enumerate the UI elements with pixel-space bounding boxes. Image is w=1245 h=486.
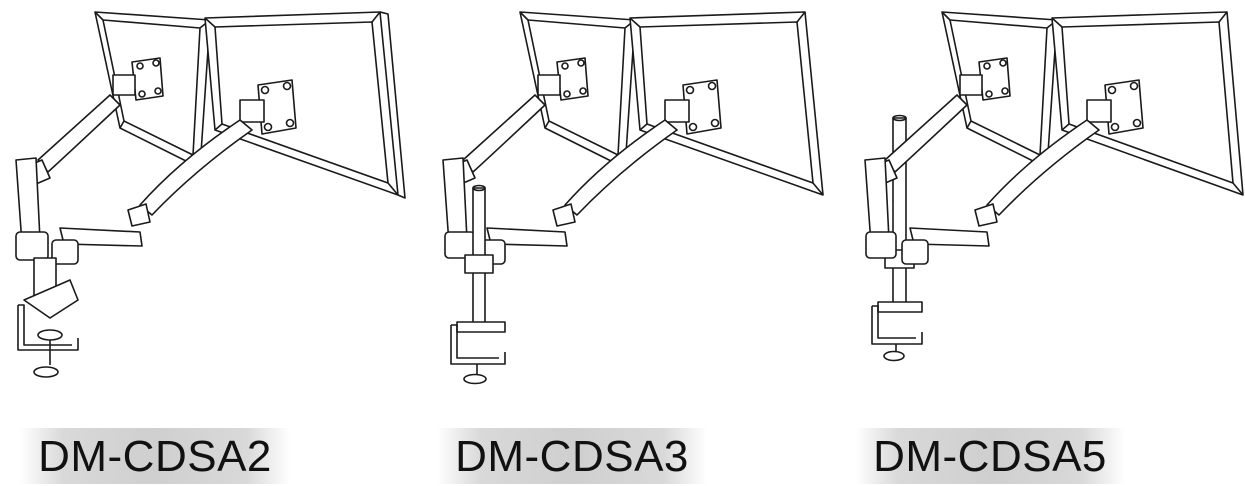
vesa-plate-right-icon	[665, 80, 721, 134]
upper-arm-left-icon	[455, 95, 545, 184]
upper-arm-right-icon	[128, 120, 252, 226]
desk-clamp-base-icon	[18, 258, 78, 377]
upper-arm-right-icon	[553, 120, 677, 226]
product-dm-cdsa2: DM-CDSA2	[0, 0, 415, 484]
upper-arm-left-icon	[30, 95, 120, 184]
vesa-plate-left-icon	[960, 58, 1010, 100]
dual-monitor-arm-clamp-drawing	[0, 0, 415, 420]
upper-arm-right-icon	[975, 120, 1099, 226]
model-name: DM-CDSA3	[455, 432, 689, 481]
product-dm-cdsa3: DM-CDSA3	[415, 0, 830, 484]
right-monitor-back-icon	[205, 12, 405, 198]
model-label-bar: DM-CDSA5	[855, 428, 1125, 484]
lower-arms-icon	[865, 158, 989, 264]
vesa-plate-left-icon	[113, 58, 163, 100]
right-monitor-back-icon	[1052, 12, 1243, 195]
vesa-plate-right-icon	[1087, 80, 1143, 134]
vesa-plate-right-icon	[240, 80, 296, 134]
vesa-plate-left-icon	[538, 58, 588, 100]
model-name: DM-CDSA5	[873, 432, 1107, 481]
upper-arm-left-icon	[877, 95, 967, 184]
dual-monitor-arm-tall-pole-drawing	[830, 0, 1245, 420]
model-name: DM-CDSA2	[38, 432, 272, 481]
model-label-bar: DM-CDSA3	[437, 428, 707, 484]
right-monitor-back-icon	[630, 12, 823, 195]
short-pole-clamp-icon	[451, 186, 505, 384]
lower-arms-icon	[16, 158, 142, 264]
lower-arms-icon	[443, 158, 567, 264]
product-dm-cdsa5: DM-CDSA5	[830, 0, 1245, 484]
model-label-bar: DM-CDSA2	[20, 428, 290, 484]
dual-monitor-arm-short-pole-drawing	[415, 0, 830, 420]
